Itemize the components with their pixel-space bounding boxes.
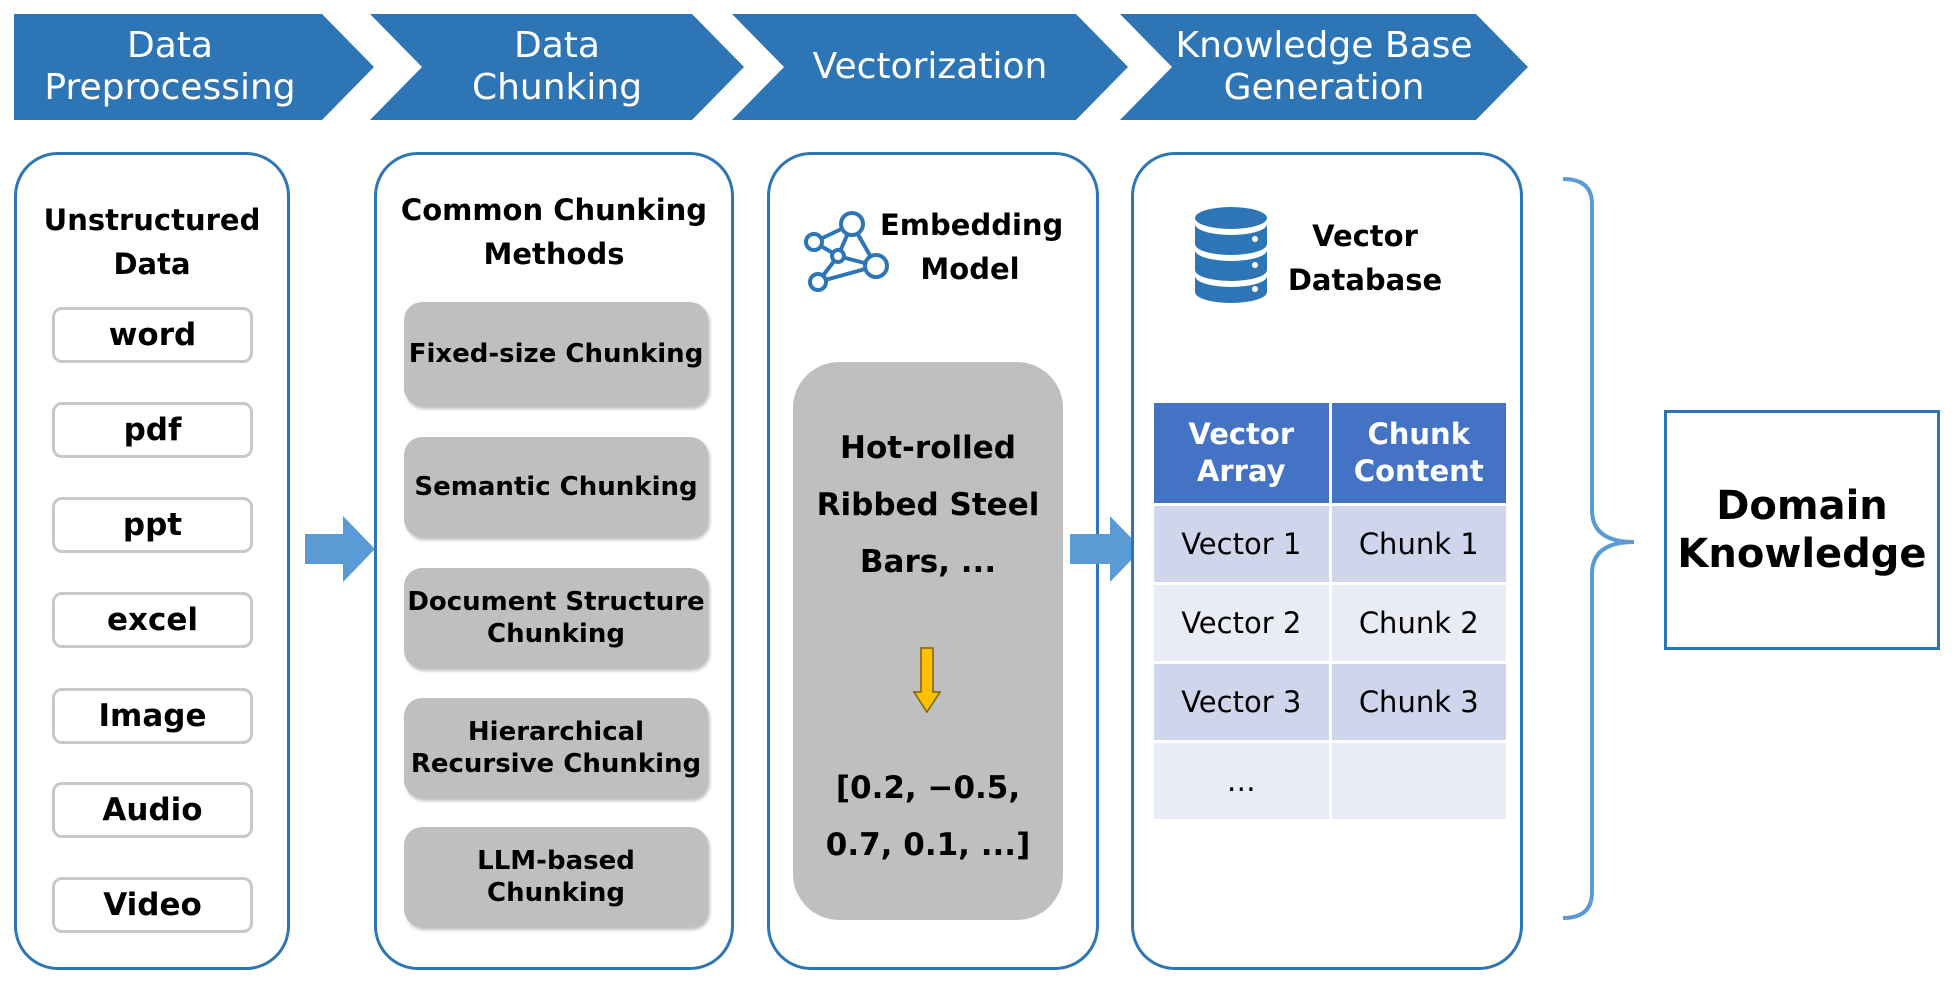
stage-knowledge-base-generation: Knowledge Base Generation — [1120, 14, 1528, 120]
down-arrow-icon — [912, 647, 942, 714]
table-cell: Chunk 2 — [1328, 582, 1509, 664]
method-semantic: Semantic Chunking — [404, 437, 708, 537]
column-header-vector-array: Vector Array — [1151, 400, 1332, 506]
stage-label: Vectorization — [812, 46, 1048, 87]
chunking-title: Common Chunking Methods — [400, 193, 708, 271]
table-row: … — [1151, 740, 1509, 822]
method-hierarchical-recursive: Hierarchical Recursive Chunking — [404, 698, 708, 798]
table-cell: Vector 2 — [1151, 582, 1332, 664]
table-cell: Chunk 1 — [1328, 503, 1509, 585]
table-cell: Vector 1 — [1151, 503, 1332, 585]
database-cylinder-icon — [1195, 207, 1267, 303]
stage-label: Data Chunking — [471, 25, 643, 108]
flow-arrow-right-icon — [305, 516, 375, 582]
embedding-model-title: Embedding Model — [880, 208, 1064, 286]
method-document-structure: Document Structure Chunking — [404, 568, 708, 668]
preprocessing-title: Unstructured Data — [43, 203, 261, 281]
method-fixed-size: Fixed-size Chunking — [404, 302, 708, 406]
data-type-ppt: ppt — [52, 497, 253, 553]
embedding-output-vector: [0.2, −0.5, 0.7, 0.1, ...] — [825, 770, 1031, 863]
method-llm-based: LLM-based Chunking — [404, 827, 708, 927]
table-cell — [1328, 740, 1509, 822]
table-row: Vector 2 Chunk 2 — [1151, 582, 1509, 664]
stage-data-chunking: Data Chunking — [370, 14, 744, 120]
stage-label: Knowledge Base Generation — [1175, 25, 1473, 108]
column-header-chunk-content: Chunk Content — [1328, 400, 1509, 506]
curly-brace-icon — [1562, 177, 1635, 920]
stage-data-preprocessing: Data Preprocessing — [14, 14, 374, 120]
data-type-audio: Audio — [52, 782, 253, 838]
data-type-pdf: pdf — [52, 402, 253, 458]
embedding-input-text: Hot-rolled Ribbed Steel Bars, ... — [816, 430, 1040, 580]
table-cell: Chunk 3 — [1328, 661, 1509, 743]
vector-table: Vector Array Chunk Content Vector 1 Chun… — [1151, 400, 1509, 822]
table-cell: … — [1151, 740, 1332, 822]
data-type-video: Video — [52, 877, 253, 933]
table-cell: Vector 3 — [1151, 661, 1332, 743]
data-type-excel: excel — [52, 592, 253, 648]
data-type-image: Image — [52, 688, 253, 744]
vector-database-title: Vector Database — [1287, 219, 1443, 297]
embedding-example-box — [793, 362, 1063, 920]
stage-label: Data Preprocessing — [44, 25, 296, 108]
stage-vectorization: Vectorization — [732, 14, 1128, 120]
table-row: Vector 1 Chunk 1 — [1151, 503, 1509, 585]
network-graph-icon — [804, 211, 889, 292]
domain-knowledge-box: Domain Knowledge — [1664, 410, 1940, 650]
flow-arrow-right-icon — [1070, 516, 1142, 582]
data-type-word: word — [52, 307, 253, 363]
table-row: Vector 3 Chunk 3 — [1151, 661, 1509, 743]
